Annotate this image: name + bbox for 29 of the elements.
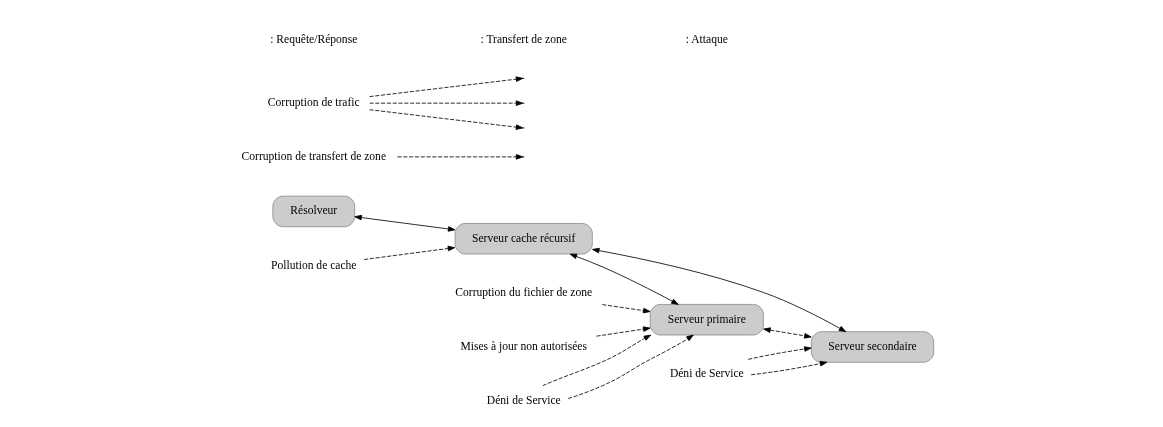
node-box: Serveur cache récursif [454,223,593,255]
node-text: Corruption de transfert de zone [241,149,386,163]
arrow [567,334,694,399]
arrow [601,304,650,314]
arrow [363,245,455,260]
node-text: Pollution de cache [270,259,356,273]
legend-label: : Requête/Réponse [269,32,357,46]
node-text: Déni de Service [486,393,561,407]
node-box: Serveur secondaire [810,331,934,363]
arrow [569,253,679,305]
arrow [595,326,650,337]
arrow [541,334,651,387]
arrow [368,100,523,106]
arrow [747,346,812,360]
arrow [396,154,523,160]
node-box: Serveur primaire [649,304,764,336]
legend-label: : Attaque [685,32,728,46]
node-box: Résolveur [271,195,355,228]
node-text: Corruption de trafic [267,96,360,110]
node-text: Mises à jour non autorisées [459,340,587,354]
node-text: Corruption du fichier de zone [454,286,592,300]
arrow [353,214,455,232]
arrow [750,360,827,376]
arrow [762,327,812,339]
arrow [368,109,523,130]
arrow [591,247,846,333]
legend-label: : Transfert de zone [480,32,567,46]
arrow [368,76,523,98]
node-text: Déni de Service [669,367,744,381]
